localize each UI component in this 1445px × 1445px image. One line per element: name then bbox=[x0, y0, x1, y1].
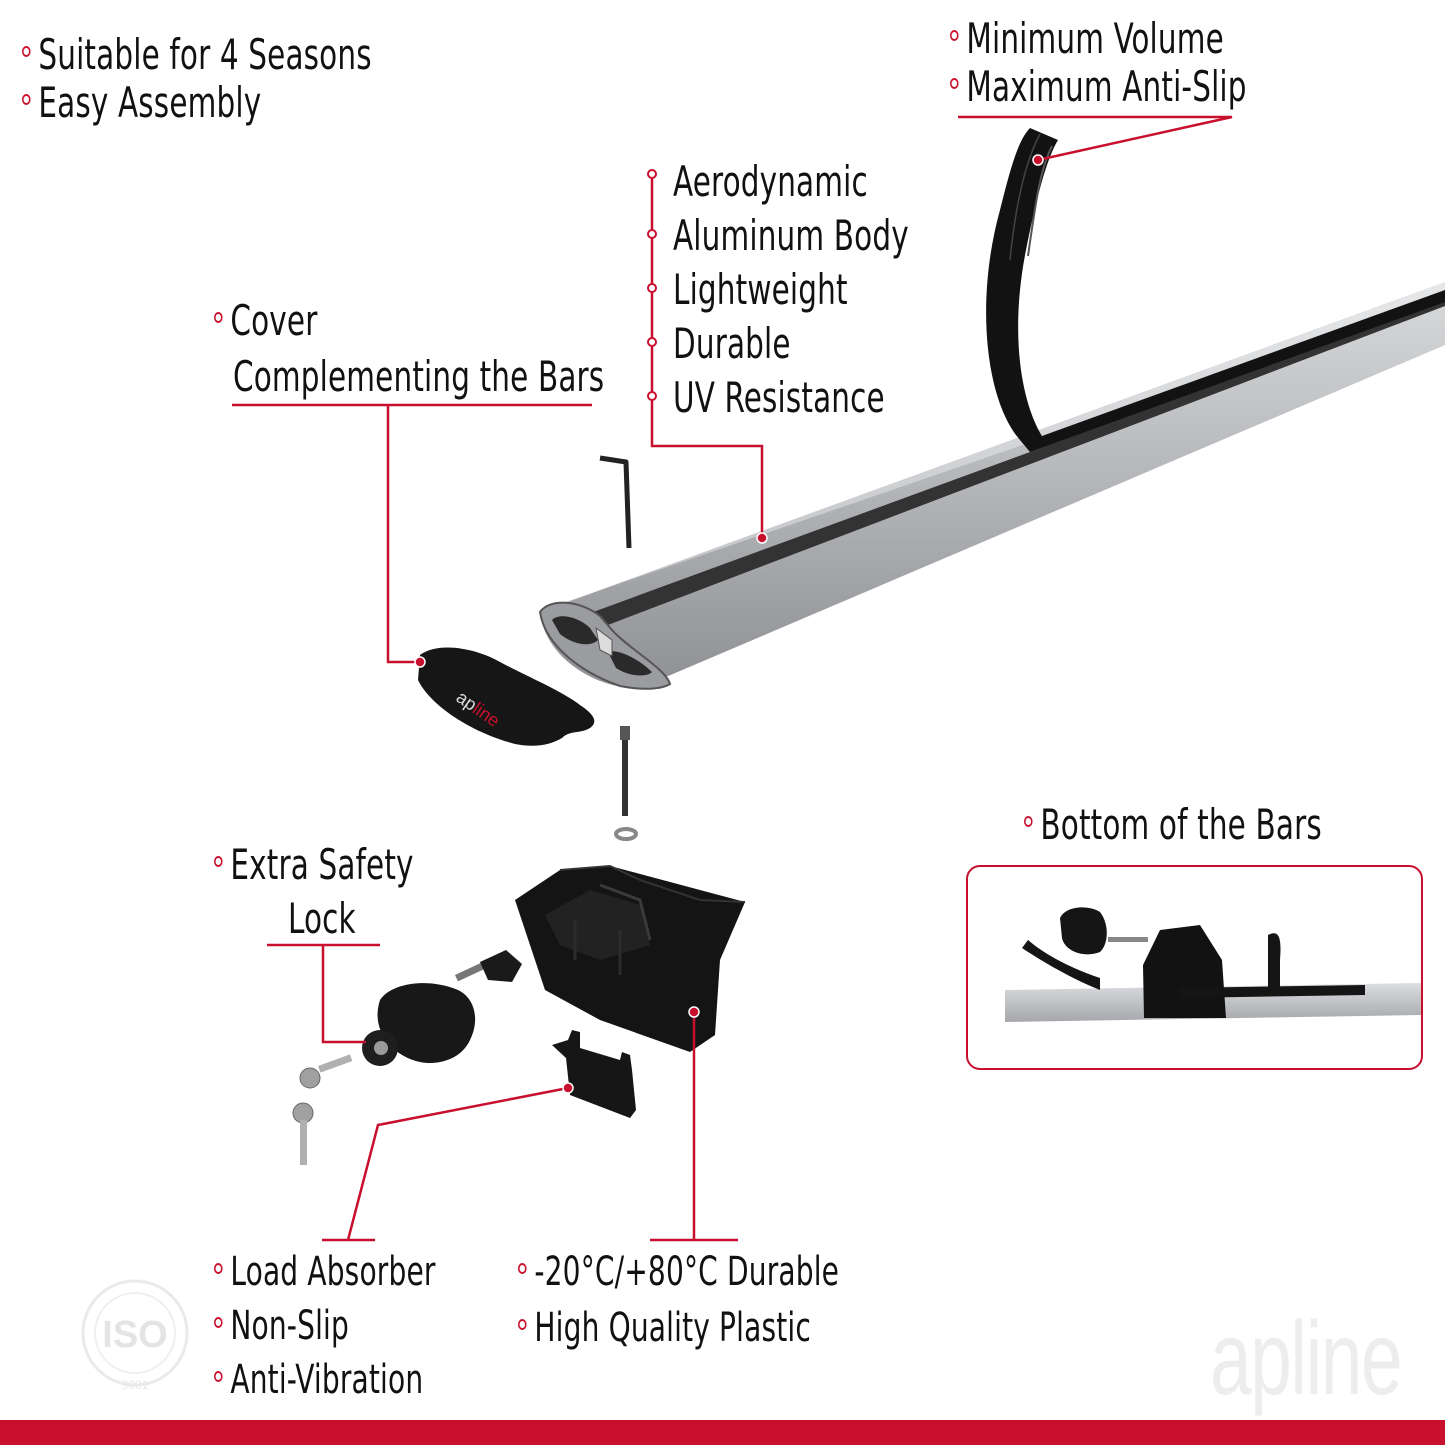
feature-high-quality-plastic: High Quality Plastic bbox=[518, 1308, 811, 1348]
iso-number: 9001 bbox=[122, 1378, 149, 1392]
bullet-icon bbox=[518, 1262, 527, 1274]
bottom-of-bars-title: Bottom of the Bars bbox=[1024, 804, 1322, 846]
bar-feature-bullets bbox=[647, 169, 657, 401]
feature-minimum-volume: Minimum Volume bbox=[950, 18, 1224, 60]
washer bbox=[614, 827, 638, 841]
brand-watermark: apline bbox=[1210, 1301, 1403, 1417]
bullet-icon bbox=[518, 1318, 527, 1330]
bullet-icon bbox=[950, 78, 959, 89]
bottom-accent-bar bbox=[0, 1420, 1445, 1445]
keys bbox=[292, 1054, 353, 1165]
cover-subtitle: Complementing the Bars bbox=[233, 352, 605, 401]
feature-uv-resistance: UV Resistance bbox=[673, 373, 885, 422]
feature-maximum-anti-slip: Maximum Anti-Slip bbox=[950, 66, 1247, 108]
bullet-icon bbox=[1024, 816, 1033, 827]
bottom-of-bars-inset-frame bbox=[966, 865, 1423, 1070]
foot-mount bbox=[515, 864, 746, 1052]
lock-subtitle: Lock bbox=[288, 894, 356, 943]
bullet-icon bbox=[214, 1316, 223, 1328]
bullet-icon bbox=[22, 46, 31, 57]
bullet-icon bbox=[950, 30, 959, 41]
bullet-icon bbox=[22, 94, 31, 105]
feature-easy-assembly: Easy Assembly bbox=[22, 82, 261, 124]
feature-aerodynamic: Aerodynamic bbox=[673, 157, 868, 206]
iso-seal: ISO 9001 bbox=[80, 1275, 190, 1395]
globe-icon: ISO 9001 bbox=[81, 1279, 189, 1392]
lock-title: Extra Safety bbox=[214, 844, 414, 886]
feature-temperature: -20°C/+80°C Durable bbox=[518, 1252, 839, 1292]
hex-key bbox=[599, 455, 632, 549]
iso-label: ISO bbox=[102, 1314, 167, 1356]
rubber-strip bbox=[986, 128, 1445, 452]
callout-lines bbox=[232, 115, 1233, 1242]
bullet-icon bbox=[214, 312, 223, 323]
bullet-icon bbox=[214, 1262, 223, 1274]
feature-durable: Durable bbox=[673, 319, 791, 368]
feature-lightweight: Lightweight bbox=[673, 265, 848, 314]
feature-four-seasons: Suitable for 4 Seasons bbox=[22, 34, 372, 76]
feature-anti-vibration: Anti-Vibration bbox=[214, 1360, 423, 1400]
bullet-icon bbox=[214, 1370, 223, 1382]
bullet-icon bbox=[214, 856, 223, 867]
cover-title: Cover bbox=[214, 300, 317, 342]
inset-illustration bbox=[1005, 907, 1422, 1022]
end-cover: apline bbox=[418, 647, 595, 746]
lock-assembly bbox=[362, 950, 522, 1066]
feature-aluminum-body: Aluminum Body bbox=[673, 211, 909, 260]
load-absorber bbox=[552, 1030, 636, 1118]
feature-load-absorber: Load Absorber bbox=[214, 1252, 436, 1292]
bolt bbox=[614, 726, 638, 841]
feature-non-slip: Non-Slip bbox=[214, 1306, 349, 1346]
